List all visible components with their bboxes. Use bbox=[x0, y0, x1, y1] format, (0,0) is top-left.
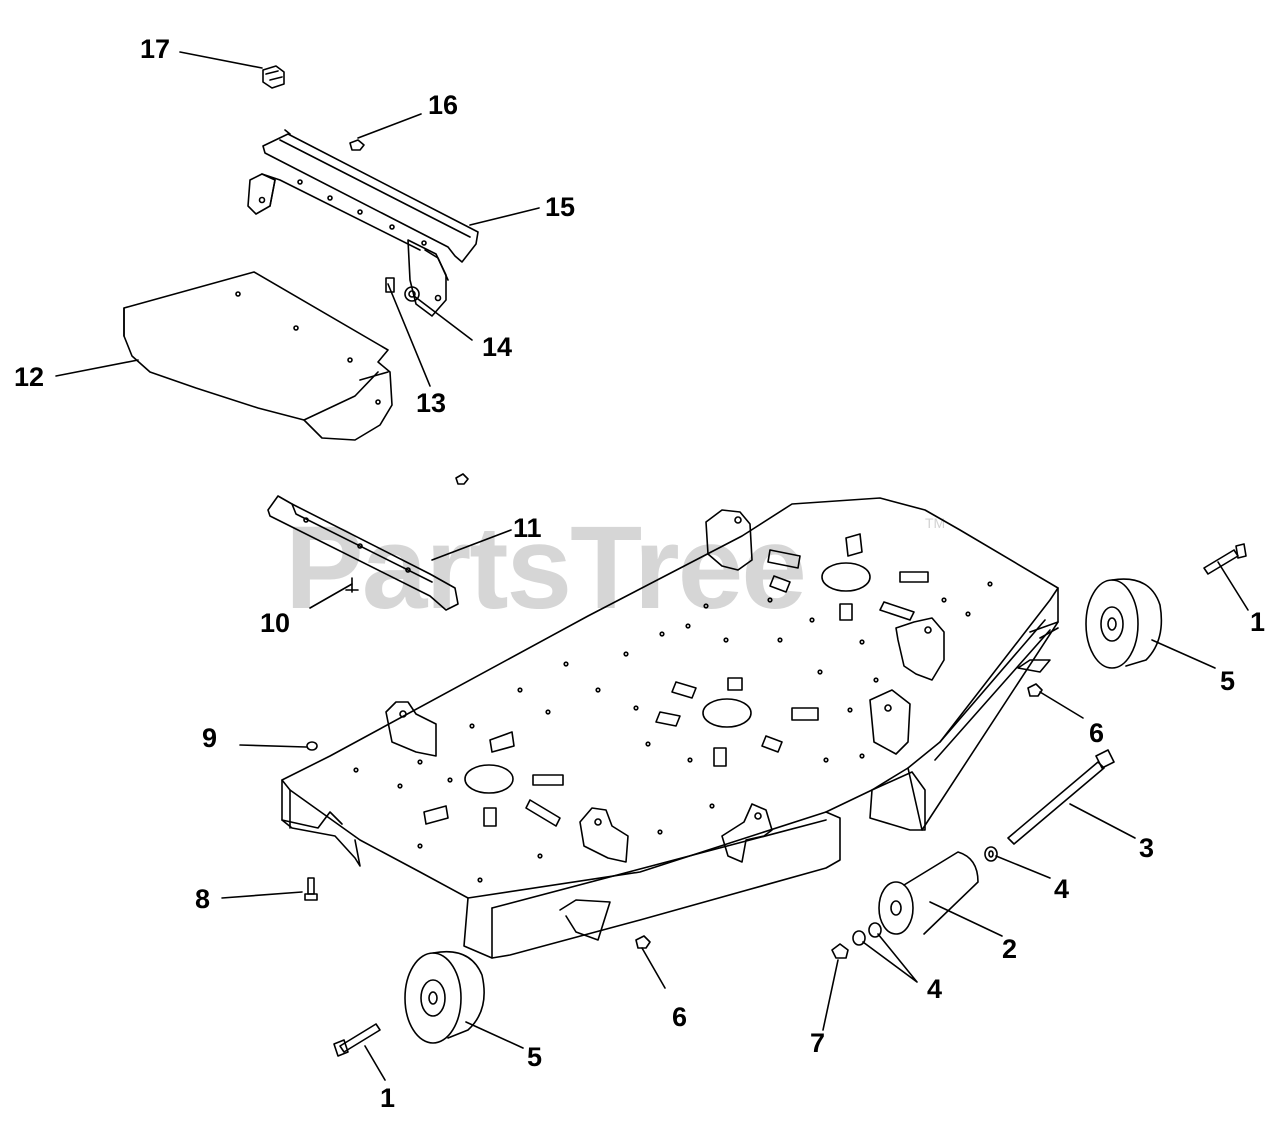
callout-4-lower: 4 bbox=[927, 974, 943, 1004]
part-12-deflector bbox=[123, 271, 393, 441]
callout-2: 2 bbox=[1002, 934, 1018, 964]
part-11-bracket bbox=[267, 495, 459, 611]
callout-5-lower: 5 bbox=[527, 1042, 543, 1072]
part-5-wheel-right bbox=[1085, 578, 1163, 669]
part-3-axle bbox=[1007, 749, 1115, 845]
callout-6-lower: 6 bbox=[672, 1002, 688, 1032]
callout-3: 3 bbox=[1139, 833, 1155, 863]
callout-12: 12 bbox=[14, 362, 45, 392]
nut-small bbox=[455, 473, 469, 485]
part-16-nut bbox=[349, 139, 365, 151]
part-8-bolt bbox=[304, 877, 318, 901]
callout-6-right: 6 bbox=[1089, 718, 1105, 748]
callout-5-right: 5 bbox=[1220, 666, 1236, 696]
part-13-pin bbox=[385, 277, 395, 293]
callout-1-right: 1 bbox=[1250, 607, 1266, 637]
callout-17: 17 bbox=[140, 34, 171, 64]
callout-11: 11 bbox=[513, 513, 542, 543]
callout-4-upper: 4 bbox=[1054, 874, 1070, 904]
callout-15: 15 bbox=[545, 192, 576, 222]
callout-8: 8 bbox=[195, 884, 211, 914]
part-2-roller bbox=[878, 851, 979, 935]
part-9-nut bbox=[306, 741, 318, 751]
mower-deck bbox=[281, 497, 1059, 959]
part-17-clip bbox=[262, 65, 285, 89]
part-6-nut-right bbox=[1027, 683, 1043, 697]
part-4-washer-upper bbox=[984, 846, 998, 862]
part-6-nut-lower bbox=[635, 935, 651, 949]
callout-13: 13 bbox=[416, 388, 447, 418]
part-10-pin bbox=[345, 577, 359, 593]
part-1-bolt-right bbox=[1203, 543, 1247, 575]
callout-14: 14 bbox=[482, 332, 513, 362]
part-5-wheel-left bbox=[404, 950, 485, 1044]
part-1-bolt-left bbox=[333, 1023, 381, 1057]
part-14-washer bbox=[404, 286, 420, 302]
callout-7: 7 bbox=[810, 1028, 826, 1058]
part-7-nut bbox=[831, 943, 849, 959]
part-15-bracket bbox=[247, 129, 479, 317]
callout-10: 10 bbox=[260, 608, 291, 638]
leader-lines bbox=[55, 51, 1249, 1081]
callout-9: 9 bbox=[202, 723, 218, 753]
callout-16: 16 bbox=[428, 90, 459, 120]
callout-1-lower: 1 bbox=[380, 1083, 396, 1113]
part-4-washers-lower bbox=[852, 922, 882, 946]
